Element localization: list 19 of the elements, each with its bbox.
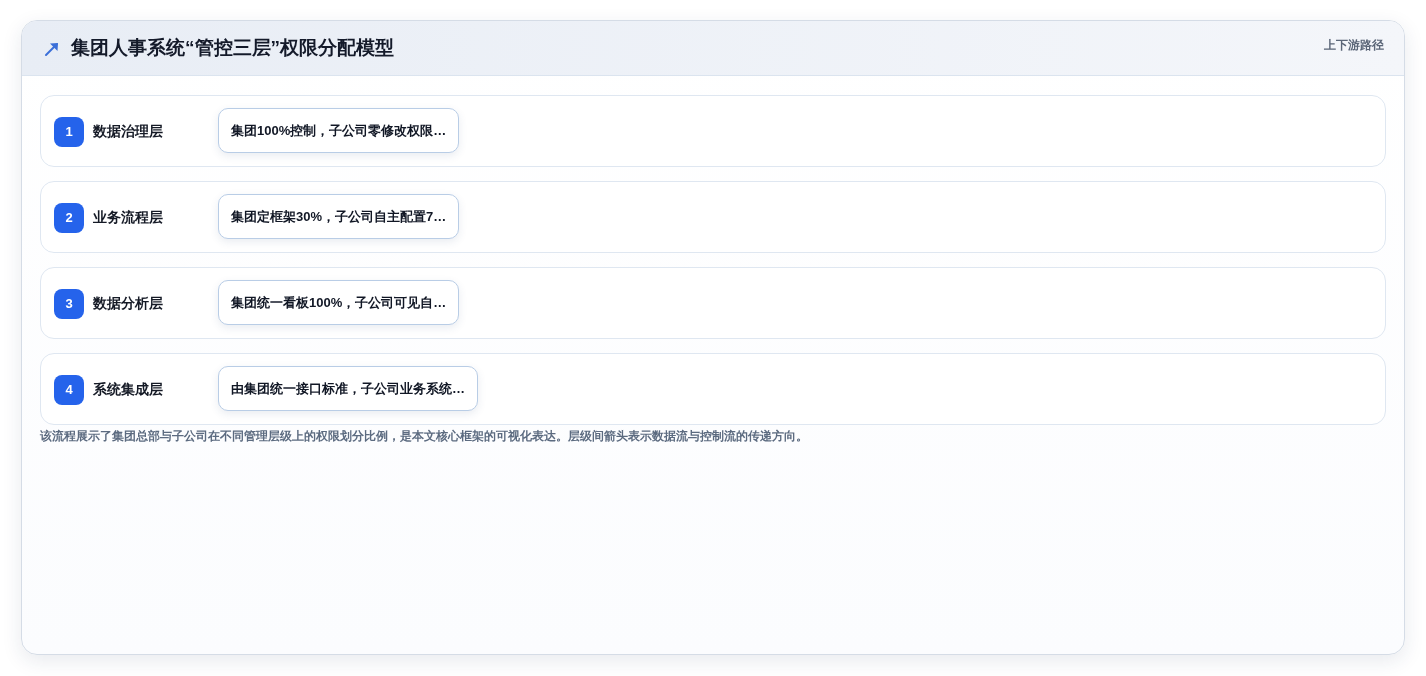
detail-box: 集团统一看板100%，子公司可见自… [218, 280, 460, 325]
layer-row [40, 181, 1386, 253]
layer-row [40, 353, 1386, 425]
layer-name: 业务流程层 [93, 208, 163, 227]
detail-box: 由集团统一接口标准，子公司业务系统… [218, 366, 478, 411]
number-badge: 1 [54, 117, 84, 147]
layer-name: 数据治理层 [93, 122, 163, 141]
number-badge: 4 [54, 375, 84, 405]
detail-box: 集团100%控制，子公司零修改权限… [218, 108, 460, 153]
number-badge: 3 [54, 289, 84, 319]
number-badge: 2 [54, 203, 84, 233]
detail-box: 集团定框架30%，子公司自主配置7… [218, 194, 460, 239]
layer-row [40, 267, 1386, 339]
caption-text: 该流程展示了集团总部与子公司在不同管理层级上的权限划分比例，是本文核心框架的可视化表达。层级间箭头表示数据流与控制流的传递方向。 [40, 428, 808, 445]
layer-row [40, 95, 1386, 167]
layer-name: 数据分析层 [93, 294, 163, 313]
header-note: 上下游路径 [1324, 37, 1384, 53]
diagram-title: 集团人事系统“管控三层”权限分配模型 [71, 36, 394, 60]
layer-name: 系统集成层 [93, 380, 163, 399]
